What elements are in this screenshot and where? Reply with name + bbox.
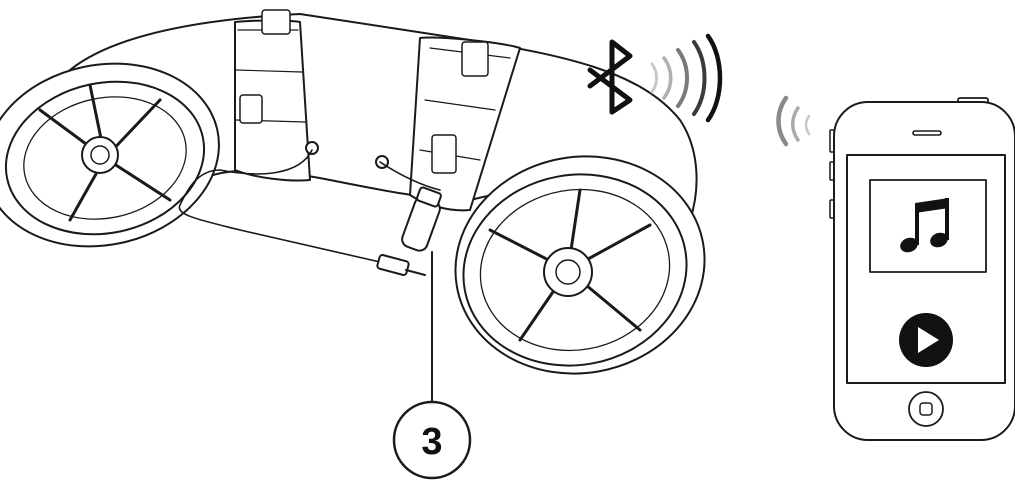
bluetooth-icon [587, 39, 633, 115]
smartphone [829, 97, 1015, 441]
phone-signal-icon [776, 95, 811, 147]
aux-plug [376, 254, 426, 276]
bluetooth-receiver-module [401, 186, 442, 252]
play-icon [899, 313, 953, 367]
album-art-box [869, 179, 987, 273]
wireless-signal-icon [650, 33, 723, 123]
left-speaker [0, 62, 220, 248]
music-note-icon [900, 198, 949, 253]
callout-3 [392, 400, 472, 480]
aux-cable [178, 149, 441, 269]
callout-number: 3 [421, 421, 442, 463]
right-speaker [454, 155, 706, 375]
home-button-icon [908, 391, 944, 427]
